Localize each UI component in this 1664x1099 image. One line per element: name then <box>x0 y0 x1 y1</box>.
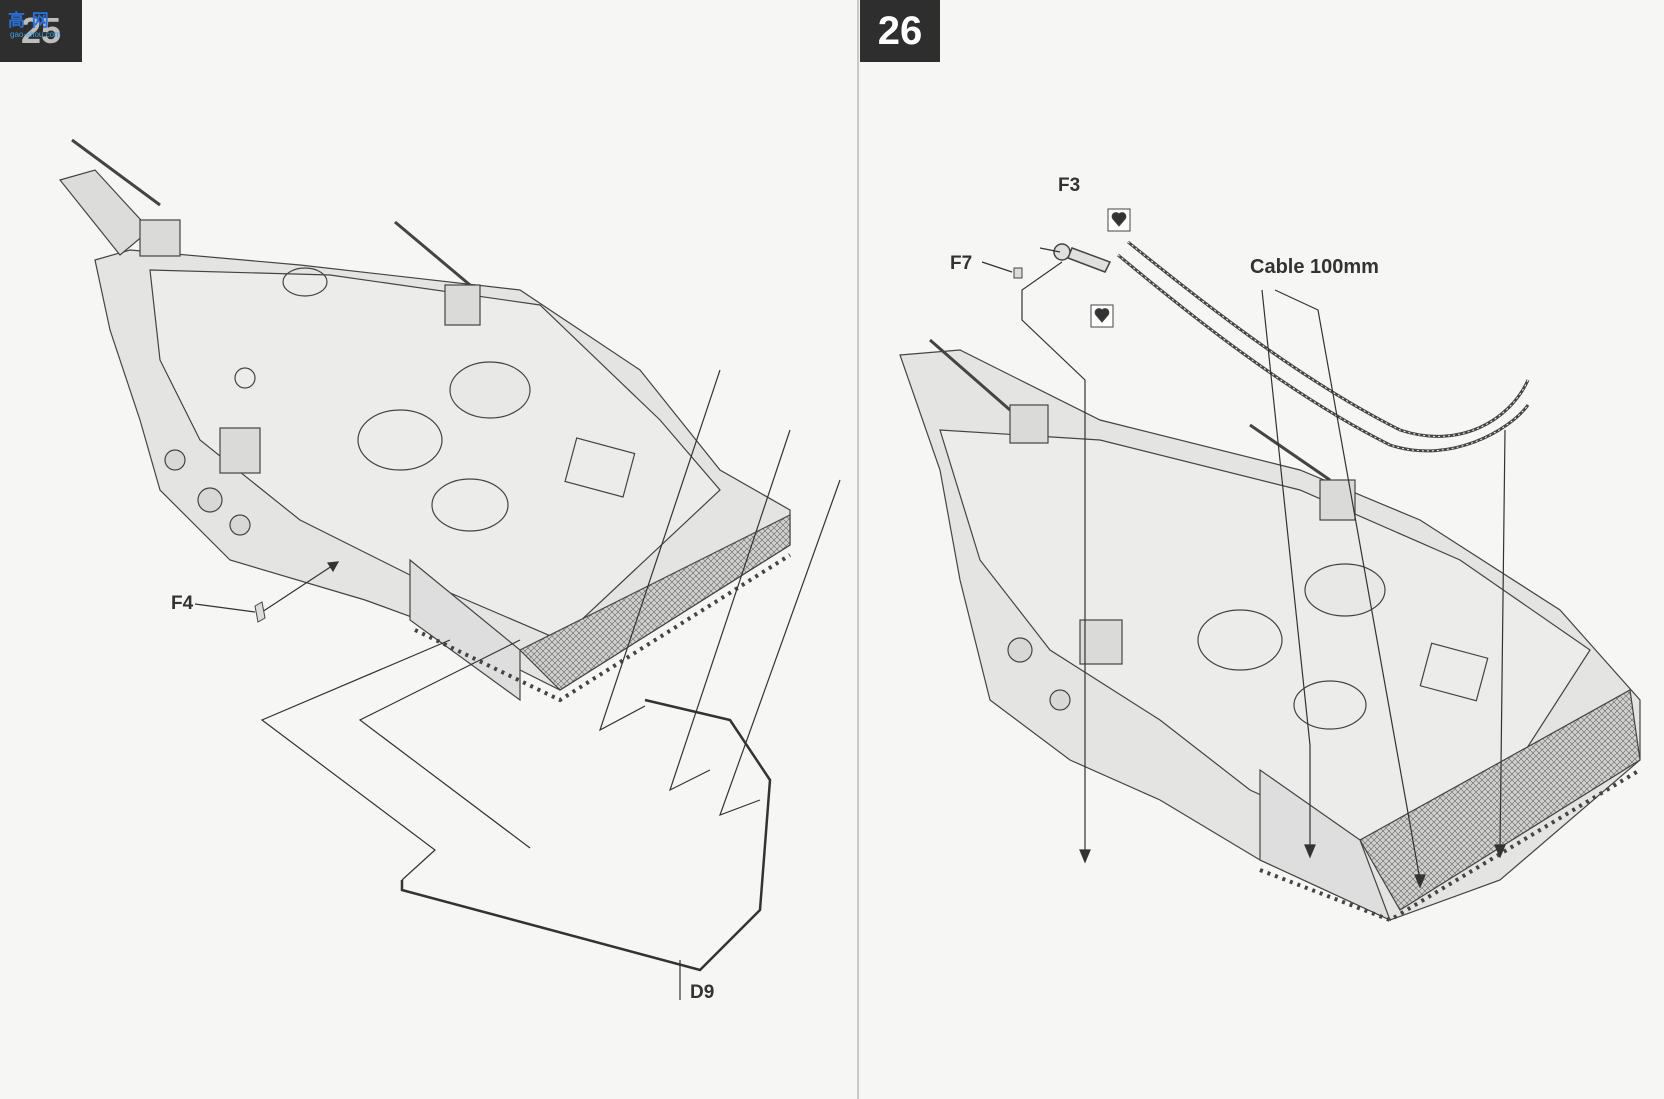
step-number-badge-left: 25 <box>0 0 82 62</box>
cut-glue-icon <box>1090 304 1114 328</box>
left-turret-illustration <box>58 138 792 703</box>
right-leader-lines <box>981 247 1506 889</box>
cable-length-label: Cable 100mm <box>1250 256 1379 278</box>
cable-texture <box>1117 241 1529 452</box>
step-number-badge-right: 26 <box>860 0 940 62</box>
part-label-f7: F7 <box>950 253 973 274</box>
watermark-logo: 高 网 <box>8 11 50 30</box>
cut-glue-icon <box>1107 208 1131 232</box>
part-f3-shape <box>1053 243 1112 273</box>
part-label-f4: F4 <box>171 593 194 614</box>
watermark-url: gao-shou.com <box>10 30 61 39</box>
left-leader-lines <box>194 369 841 1000</box>
part-label-f3: F3 <box>1058 175 1081 196</box>
step-number-left: 25 <box>20 10 62 51</box>
part-f4-shape <box>254 601 266 623</box>
page-gutter <box>857 0 859 1099</box>
step-number-right: 26 <box>877 8 923 53</box>
part-label-d9: D9 <box>690 982 715 1003</box>
right-turret-illustration <box>899 338 1642 923</box>
part-f7-shape <box>1013 267 1023 279</box>
